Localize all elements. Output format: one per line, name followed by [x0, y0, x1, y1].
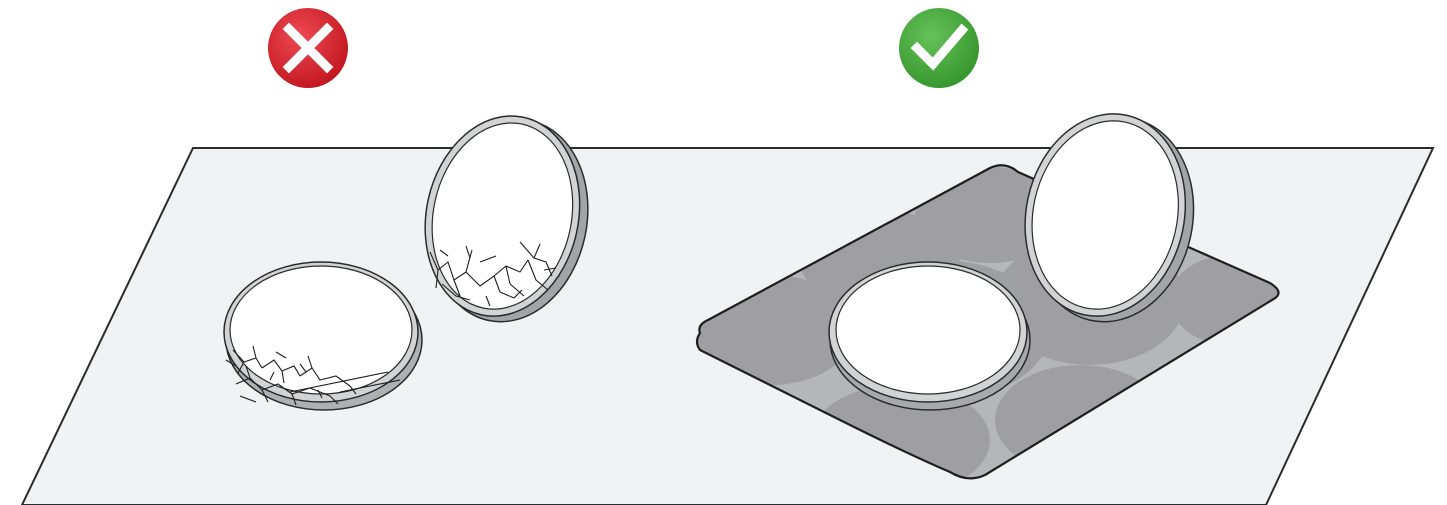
- cross-icon: [268, 8, 348, 88]
- lens-lying-intact: [829, 262, 1030, 410]
- checkmark-icon: [899, 8, 979, 88]
- lens-lying-cracked: [224, 262, 422, 410]
